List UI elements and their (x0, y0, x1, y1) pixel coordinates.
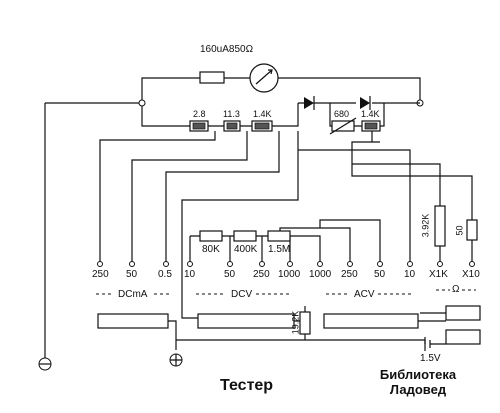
meter-movement (249, 63, 279, 93)
resistor-680-label: 680 (334, 109, 350, 119)
terminal-acv-50: 50 (374, 269, 386, 280)
plus-probe-jack-icon (169, 353, 183, 367)
meter-rating-label: 160uA850Ω (200, 44, 254, 55)
group-label-ohm: Ω (452, 284, 460, 295)
resistor-400k-label: 400K (234, 244, 258, 255)
terminal-dcma-0-5: 0.5 (158, 269, 172, 280)
shunt-resistor-2-8-hatch (192, 122, 206, 130)
terminal-dcv-250: 250 (253, 269, 270, 280)
credit-line-2: Ладовед (389, 381, 447, 397)
terminal-acv-250: 250 (341, 269, 358, 280)
shunt-chain-wire (141, 103, 299, 127)
group-label-dcv: DCV (231, 289, 253, 300)
shunt-resistor-1-4k-hatch (254, 122, 270, 130)
diagram-title: Тестер (220, 377, 274, 394)
terminal-acv-10: 10 (404, 269, 416, 280)
group-label-acv: ACV (354, 289, 375, 300)
com-probe-jack-icon (38, 357, 52, 371)
ohm-resistor-3-92k (434, 205, 446, 247)
group-label-dcma: DCmA (118, 289, 148, 300)
terminal-dcv-1000: 1000 (278, 269, 301, 280)
dcv-ladder-wire (181, 131, 411, 319)
terminal-acv-1000: 1000 (309, 269, 332, 280)
diode-1-icon (304, 96, 315, 110)
resistor-19-2k-label: 19.2K (290, 310, 301, 335)
resistor-80k-label: 80K (202, 244, 220, 255)
terminal-ohm-x1k: X1K (429, 269, 448, 280)
dcv-resistor-1-5m (267, 230, 291, 242)
resistor-1-4k-a-label: 1.4K (253, 109, 272, 119)
acv-selector-bar (323, 313, 419, 329)
terminal-dcma-50: 50 (126, 269, 138, 280)
terminal-dcv-10: 10 (184, 269, 196, 280)
shunt-resistor-11-3-hatch (226, 122, 238, 130)
common-bus-wire (44, 102, 142, 362)
diode-2-icon (360, 96, 371, 110)
dcma-selector-bar (97, 313, 169, 329)
ohm-selector-bar-top (445, 305, 481, 321)
terminal-dcma-250: 250 (92, 269, 109, 280)
node-left (138, 99, 146, 107)
terminal-jacks (97, 261, 475, 267)
battery-icon (424, 337, 431, 351)
ohm-selector-bar-bottom (445, 329, 481, 345)
dcv-selector-bar (197, 313, 295, 329)
rectifier-wire (298, 102, 420, 127)
credit-line-1: Библиотека (379, 367, 457, 382)
resistor-1-4k-b-label: 1.4K (361, 109, 380, 119)
resistor-1-5m-label: 1.5M (268, 244, 291, 255)
meter-branch-wire (141, 77, 421, 103)
battery-label: 1.5V (420, 353, 441, 364)
meter-series-resistor (199, 71, 225, 84)
credit-block: Библиотека Ладовед (362, 367, 474, 398)
ohm-resistor-50 (466, 219, 478, 241)
ohm-branch-wire (351, 148, 473, 262)
resistor-50-label: 50 (454, 225, 465, 236)
ac-resistor-1-4k-hatch (364, 122, 378, 130)
resistor-2-8-label: 2.8 (193, 109, 206, 119)
resistor-11-3-label: 11.3 (223, 109, 240, 119)
resistor-3-92k-label: 3.92K (420, 213, 431, 238)
dcv-resistor-400k (233, 230, 257, 242)
terminal-ohm-x10: X10 (462, 269, 480, 280)
terminal-dcv-50: 50 (224, 269, 236, 280)
thermistor-680-slash (329, 117, 357, 135)
dcv-resistor-80k (199, 230, 223, 242)
pot-resistor-19-2k (299, 311, 311, 335)
ac-arrow-wire (351, 131, 380, 148)
dcma-tap-wires (99, 131, 280, 262)
